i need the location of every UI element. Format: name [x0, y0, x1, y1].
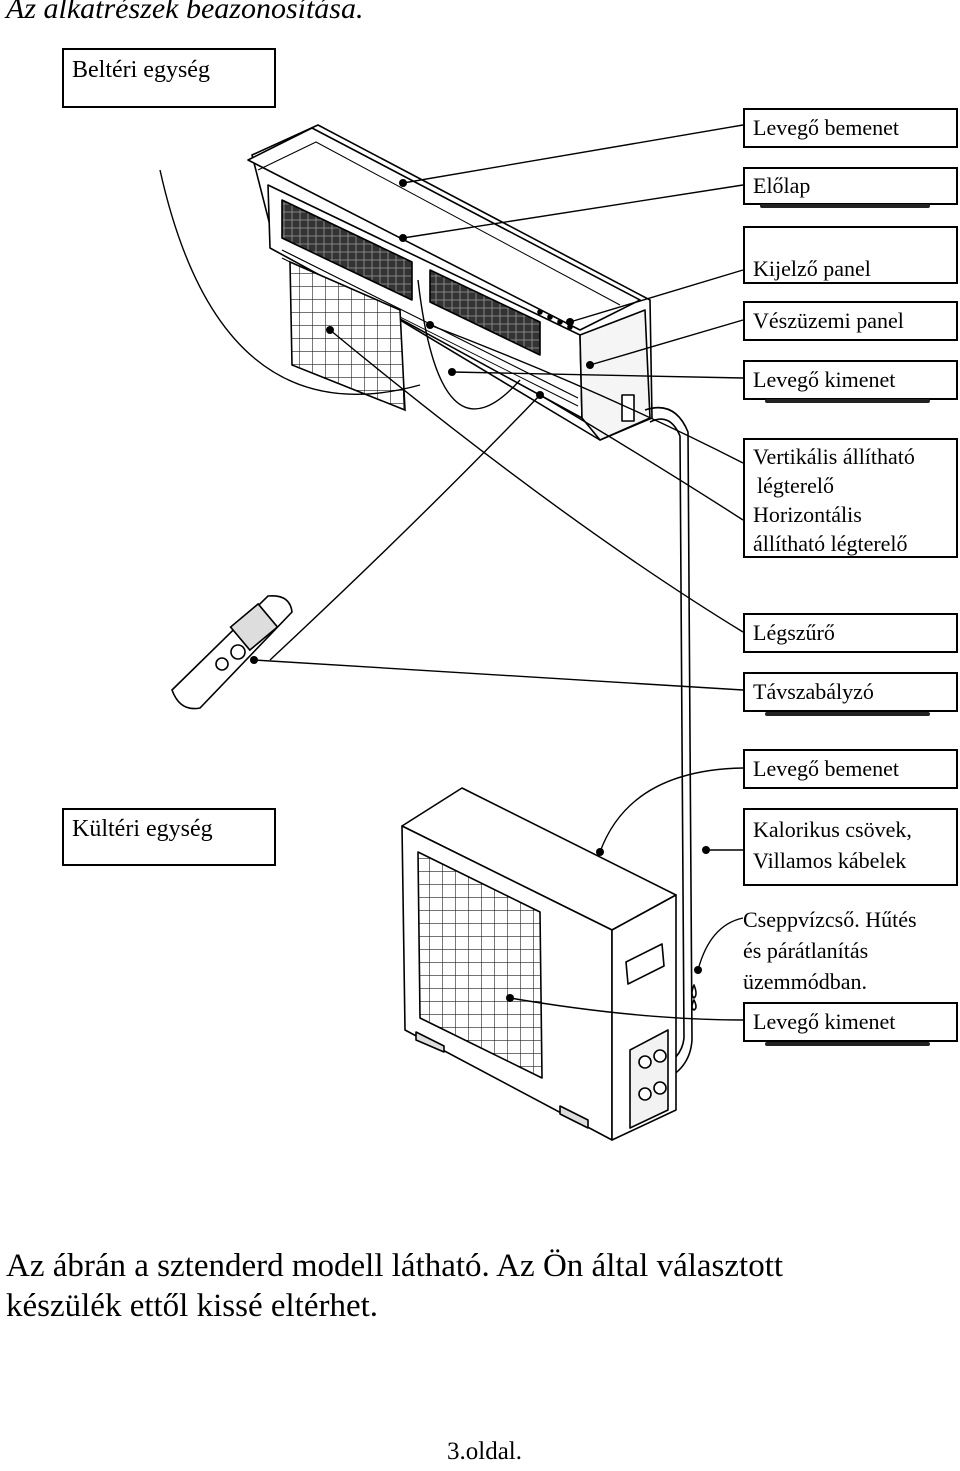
- callout-front-panel-shadow: [760, 204, 930, 208]
- callout-air-outlet-bottom-shadow: [765, 1042, 930, 1046]
- callout-drain-pipe: Cseppvízcső. Hűtés és párátlanítás üzemm…: [743, 904, 921, 997]
- model-note-line2: készülék ettől kissé eltérhet.: [6, 1288, 379, 1324]
- callout-pipes-line2: Villamos kábelek: [753, 848, 907, 873]
- page-number: 3.oldal.: [447, 1438, 522, 1465]
- model-note-line1: Az ábrán a sztenderd modell látható. Az …: [6, 1248, 784, 1284]
- callout-horizontal-louver-line1: Horizontális: [753, 502, 862, 527]
- callout-display-panel: Kijelző panel: [743, 226, 958, 284]
- callout-air-outlet-top-shadow: [765, 399, 930, 403]
- page-title: Az alkatrészek beazonosítása.: [6, 0, 364, 25]
- callout-air-inlet-bottom: Levegő bemenet: [743, 749, 958, 789]
- callout-emergency-panel: Vészüzemi panel: [743, 301, 958, 341]
- callout-pipes-line1: Kalorikus csövek,: [753, 817, 912, 842]
- indoor-unit-label: Beltéri egység: [62, 48, 276, 108]
- callout-air-outlet-top: Levegő kimenet: [743, 360, 958, 400]
- callout-air-outlet-bottom: Levegő kimenet: [743, 1002, 958, 1042]
- callout-air-inlet-top: Levegő bemenet: [743, 108, 958, 148]
- callout-drain-line3: üzemmódban.: [743, 969, 868, 994]
- outdoor-unit: [401, 787, 697, 1141]
- callout-vertical-louver-line2: légterelő: [757, 473, 834, 498]
- callout-display-panel-text: Kijelző panel: [753, 256, 871, 281]
- callout-louvers: Vertikális állítható légterelő Horizontá…: [743, 438, 958, 558]
- callout-horizontal-louver-line2: állítható légterelő: [753, 531, 908, 556]
- callout-remote-control-shadow: [765, 712, 930, 716]
- leader-lines: [159, 124, 744, 1021]
- callout-vertical-louver-line1: Vertikális állítható: [753, 444, 915, 469]
- model-note: Az ábrán a sztenderd modell látható. Az …: [6, 1246, 783, 1326]
- remote-control-illustration: [171, 595, 293, 710]
- callout-air-filter: Légszűrő: [743, 613, 958, 653]
- callout-drain-line1: Cseppvízcső. Hűtés: [743, 907, 917, 932]
- air-filter-panel: [289, 260, 406, 412]
- callout-remote-control: Távszabályzó: [743, 672, 958, 712]
- callout-front-panel: Előlap: [743, 167, 958, 205]
- callout-pipes-cables: Kalorikus csövek, Villamos kábelek: [743, 808, 958, 886]
- indoor-unit: [247, 124, 653, 441]
- leader-dots: [250, 179, 710, 1002]
- outdoor-unit-label: Kültéri egység: [62, 808, 276, 866]
- callout-drain-line2: és párátlanítás: [743, 938, 869, 963]
